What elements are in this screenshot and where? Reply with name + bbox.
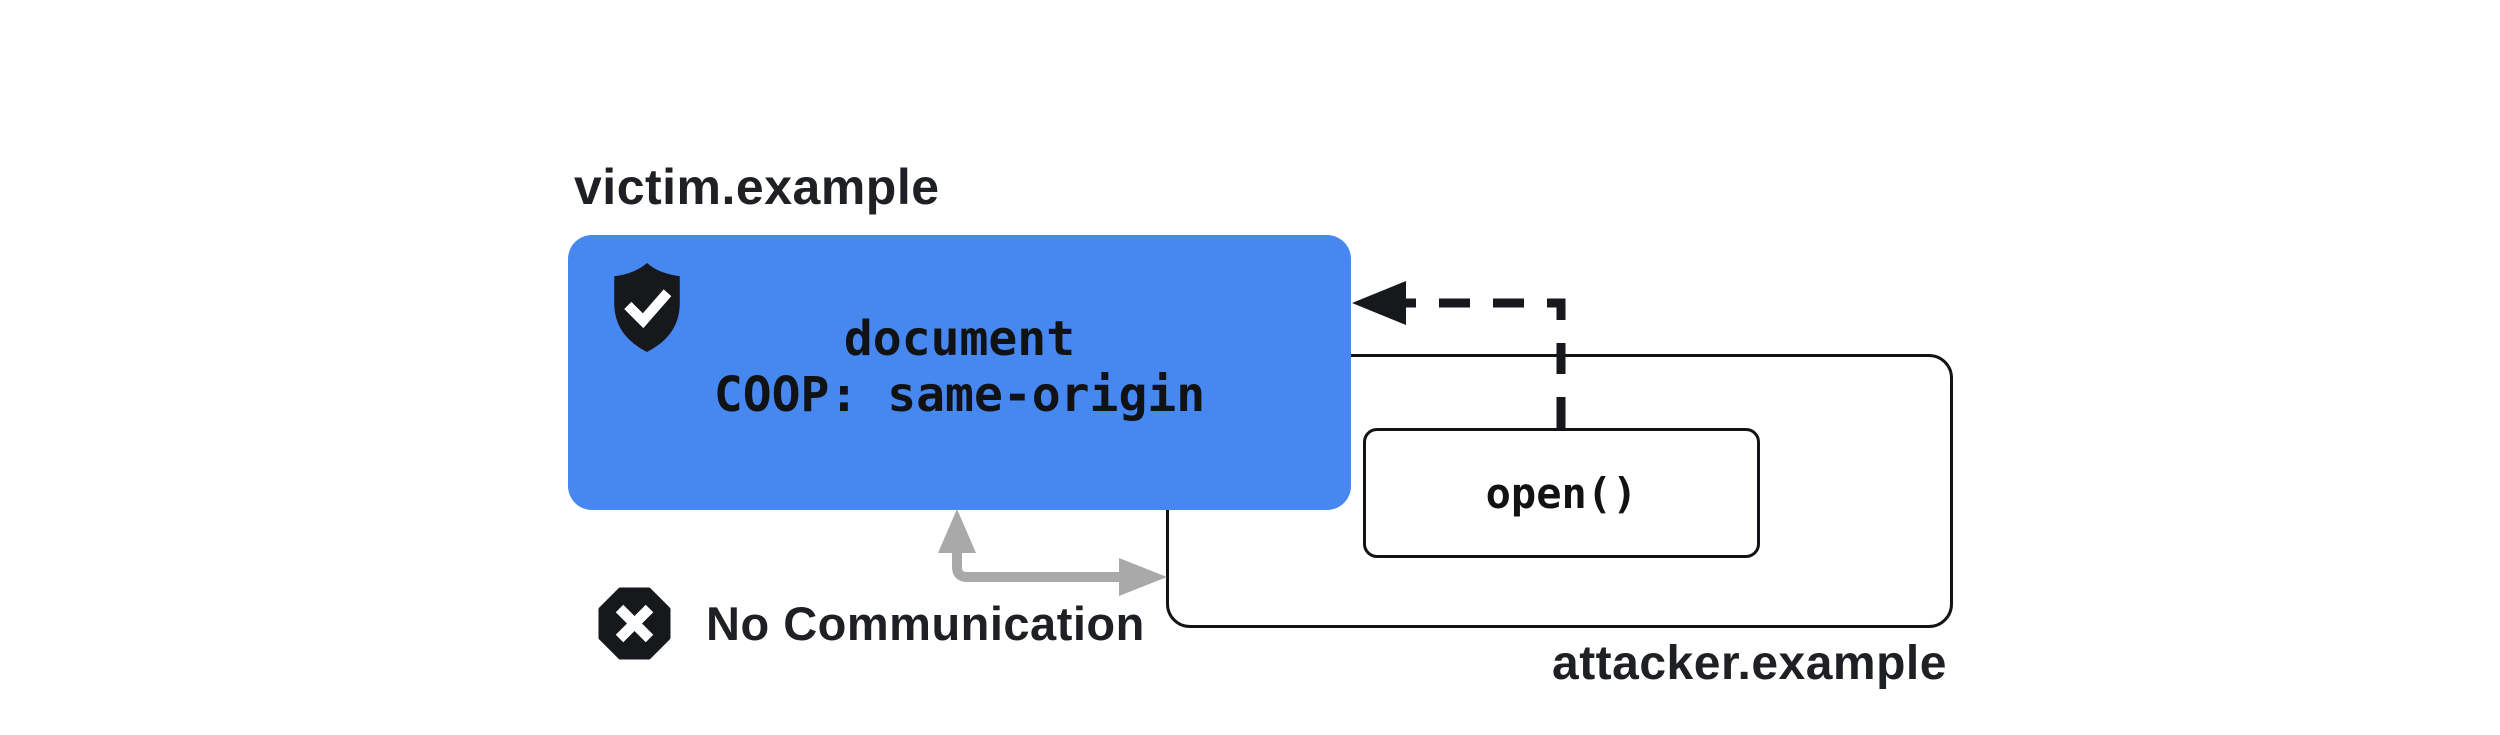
open-call-label: open() — [1485, 468, 1638, 518]
shield-check-icon — [614, 263, 680, 352]
no-communication-arrow — [938, 509, 1167, 596]
victim-domain-label: victim.example — [574, 159, 940, 215]
coop-header-line: COOP: same-origin — [713, 367, 1206, 423]
attacker-domain-label: attacker.example — [1552, 637, 1947, 690]
no-communication-label: No Communication — [706, 597, 1145, 650]
x-octagon-icon — [598, 587, 671, 660]
document-line: document — [843, 311, 1076, 367]
open-call-box: open() — [1363, 428, 1760, 558]
